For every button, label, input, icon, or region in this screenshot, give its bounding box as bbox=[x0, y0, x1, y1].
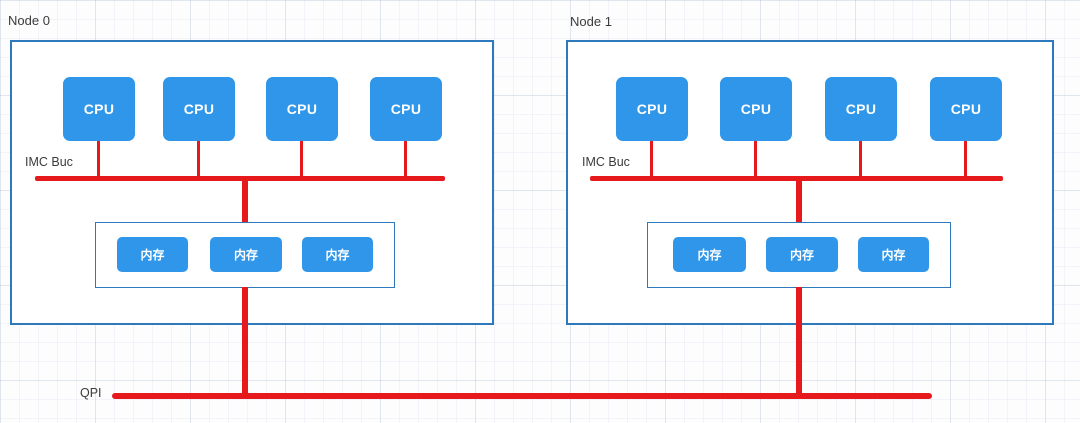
node0-bus-to-memory-line bbox=[242, 179, 248, 223]
memory-block: 内存 bbox=[117, 237, 188, 272]
node1-label: Node 1 bbox=[570, 14, 612, 29]
node0-imc-bus-line bbox=[35, 176, 445, 181]
node1-cpu1-connector-line bbox=[650, 140, 653, 181]
memory-block: 内存 bbox=[673, 237, 746, 272]
node0-cpu2-connector-line bbox=[197, 140, 200, 181]
node0-cpu3-connector-line bbox=[300, 140, 303, 181]
memory-block: 内存 bbox=[210, 237, 282, 272]
cpu-block: CPU bbox=[266, 77, 338, 141]
node1-cpu2-connector-line bbox=[754, 140, 757, 181]
node1-cpu3-connector-line bbox=[859, 140, 862, 181]
cpu-block: CPU bbox=[720, 77, 792, 141]
cpu-block: CPU bbox=[370, 77, 442, 141]
node0-cpu1-connector-line bbox=[97, 140, 100, 181]
node1-bus-to-memory-line bbox=[796, 179, 802, 223]
node1-memory-to-qpi-line bbox=[796, 287, 802, 396]
node1-cpu4-connector-line bbox=[964, 140, 967, 181]
qpi-bus-line bbox=[112, 393, 932, 399]
memory-block: 内存 bbox=[766, 237, 838, 272]
cpu-block: CPU bbox=[825, 77, 897, 141]
memory-block: 内存 bbox=[858, 237, 929, 272]
cpu-block: CPU bbox=[163, 77, 235, 141]
cpu-block: CPU bbox=[616, 77, 688, 141]
node1-imc-bus-line bbox=[590, 176, 1003, 181]
cpu-block: CPU bbox=[930, 77, 1002, 141]
cpu-block: CPU bbox=[63, 77, 135, 141]
memory-block: 内存 bbox=[302, 237, 373, 272]
node0-cpu4-connector-line bbox=[404, 140, 407, 181]
node0-label: Node 0 bbox=[8, 13, 50, 28]
qpi-label: QPI bbox=[80, 386, 102, 400]
node0-memory-to-qpi-line bbox=[242, 287, 248, 396]
node0-imc-bus-label: IMC Buc bbox=[25, 155, 73, 169]
node1-imc-bus-label: IMC Buc bbox=[582, 155, 630, 169]
